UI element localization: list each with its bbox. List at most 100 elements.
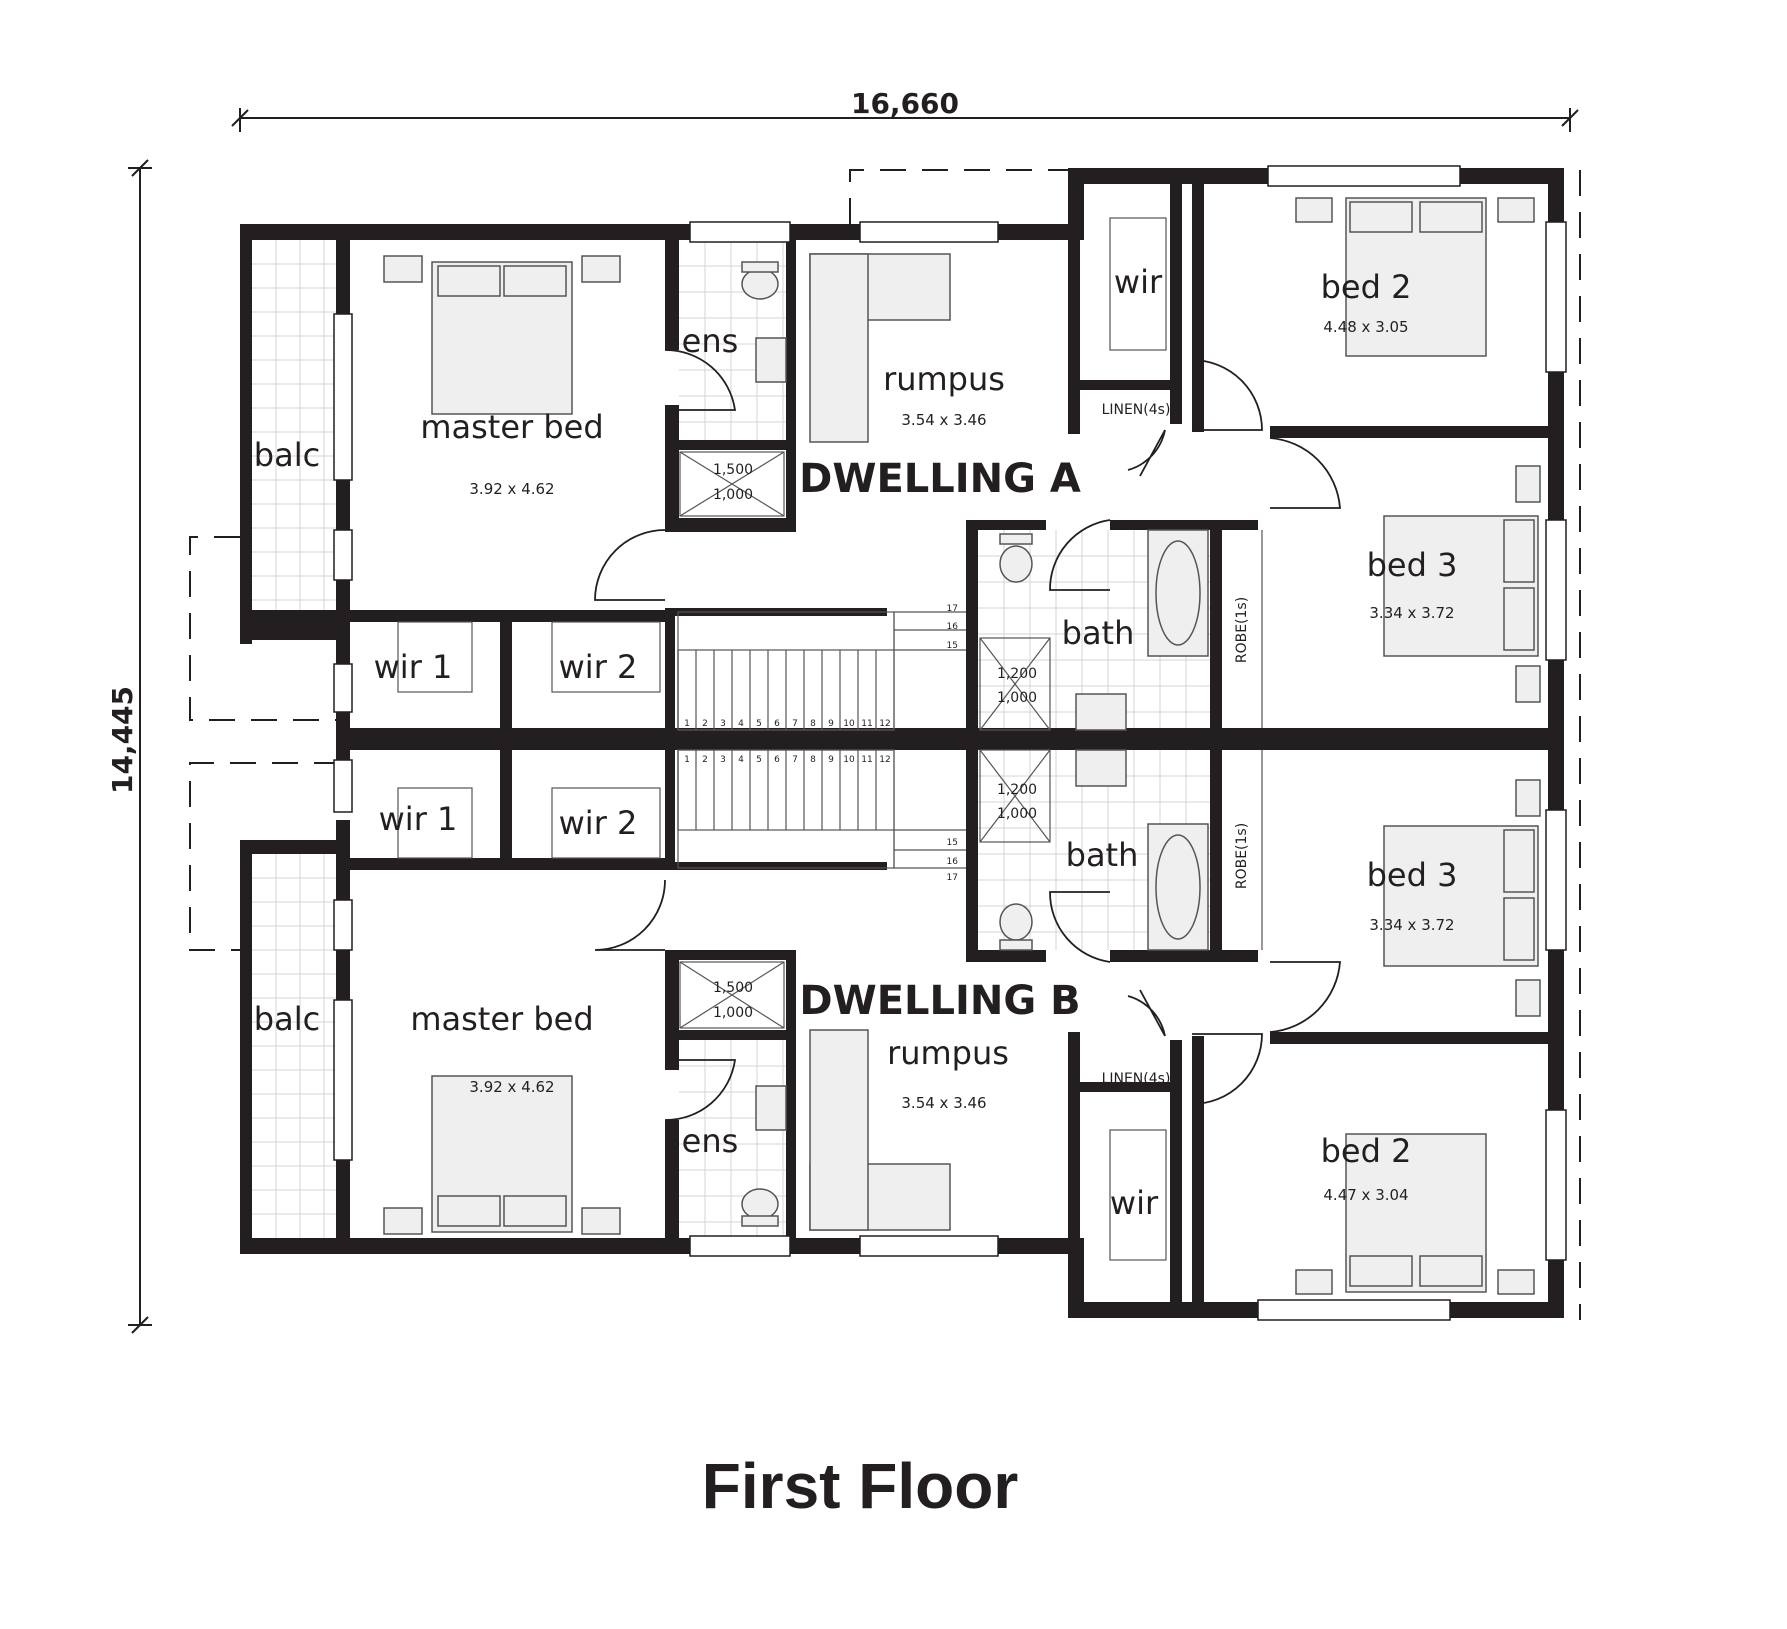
ensuite-fixtures-a xyxy=(679,261,787,517)
stair-step-9: 9 xyxy=(828,719,834,729)
stair-step-8: 8 xyxy=(810,719,816,729)
sofa-rumpus-b xyxy=(809,1029,951,1231)
step-17-b: 17 xyxy=(947,873,958,883)
bath-a-shower-d: 1,000 xyxy=(997,690,1037,706)
robe-shelves xyxy=(397,217,1263,1261)
bath-fixtures-a xyxy=(979,529,1209,731)
ens-a-shower-w: 1,500 xyxy=(713,462,753,478)
bed-3-a xyxy=(1383,465,1541,703)
bed-3-b xyxy=(1383,779,1541,1017)
bed3-b-size: 3.34 x 3.72 xyxy=(1369,916,1454,934)
windows xyxy=(333,165,1567,1321)
dwelling-b-label: DWELLING B xyxy=(799,978,1080,1024)
rumpus-b-name: rumpus xyxy=(887,1034,1009,1072)
overall-depth-label: 14,445 xyxy=(106,686,139,794)
bed3-a-size: 3.34 x 3.72 xyxy=(1369,604,1454,622)
overall-depth-dimension: 14,445 xyxy=(106,159,152,1334)
stair-step-11: 11 xyxy=(861,719,872,729)
stair-winder-steps-upper: 17 16 15 xyxy=(947,604,959,651)
bed-master-a xyxy=(383,255,621,415)
stair-step-2: 2 xyxy=(702,755,708,765)
stair-step-8: 8 xyxy=(810,755,816,765)
bed3-a-name: bed 3 xyxy=(1367,546,1458,584)
bath-a-shower-w: 1,200 xyxy=(997,666,1037,682)
stair-step-6: 6 xyxy=(774,755,780,765)
wir-b-name: wir xyxy=(1110,1184,1159,1222)
stair-step-7: 7 xyxy=(792,719,798,729)
linen-a-name: LINEN(4s) xyxy=(1102,402,1171,418)
bed-2-a xyxy=(1295,197,1535,357)
ens-b-shower-w: 1,500 xyxy=(713,980,753,996)
wir2-b-name: wir 2 xyxy=(559,804,638,842)
bath-b-shower-w: 1,200 xyxy=(997,782,1037,798)
master-bed-a-size: 3.92 x 4.62 xyxy=(469,480,554,498)
bath-b-name: bath xyxy=(1066,836,1139,874)
stair-step-3: 3 xyxy=(720,755,726,765)
stair-step-5: 5 xyxy=(756,755,762,765)
stair-step-2: 2 xyxy=(702,719,708,729)
ensuite-fixtures-b xyxy=(679,961,787,1227)
step-17-a: 17 xyxy=(947,604,958,614)
bath-a-name: bath xyxy=(1062,614,1135,652)
stair-step-4: 4 xyxy=(738,755,744,765)
wir1-a-name: wir 1 xyxy=(374,648,453,686)
ground-floor-outline xyxy=(189,169,1581,1320)
step-16-b: 16 xyxy=(947,857,959,867)
step-16-a: 16 xyxy=(947,622,959,632)
dwelling-a-label: DWELLING A xyxy=(799,456,1081,502)
rumpus-b-size: 3.54 x 3.46 xyxy=(901,1094,986,1112)
robe-b-name: ROBE(1s) xyxy=(1234,823,1250,889)
step-15-a: 15 xyxy=(947,641,958,651)
ens-b-name: ens xyxy=(682,1122,739,1160)
stair-step-12: 12 xyxy=(879,755,890,765)
stair-winder-steps-lower: 15 16 17 xyxy=(947,838,959,883)
master-bed-b-name: master bed xyxy=(410,1000,593,1038)
master-bed-b-size: 3.92 x 4.62 xyxy=(469,1078,554,1096)
walls xyxy=(240,168,1564,1318)
stair-step-12: 12 xyxy=(879,719,890,729)
bed-2-b xyxy=(1295,1133,1535,1295)
dwelling-a: DWELLING A master bed 3.92 x 4.62 balc e… xyxy=(254,263,1458,706)
stair-step-1: 1 xyxy=(684,755,690,765)
bed2-a-size: 4.48 x 3.05 xyxy=(1323,318,1408,336)
ens-a-shower-d: 1,000 xyxy=(713,487,753,503)
bed2-b-name: bed 2 xyxy=(1321,1132,1412,1170)
stair-step-10: 10 xyxy=(843,719,855,729)
doors xyxy=(594,349,1341,1121)
stair-step-10: 10 xyxy=(843,755,855,765)
stair-step-9: 9 xyxy=(828,755,834,765)
step-15-b: 15 xyxy=(947,838,958,848)
bed2-a-name: bed 2 xyxy=(1321,268,1412,306)
stair-step-1: 1 xyxy=(684,719,690,729)
ens-b-shower-d: 1,000 xyxy=(713,1005,753,1021)
bed3-b-name: bed 3 xyxy=(1367,856,1458,894)
balc-b-name: balc xyxy=(254,1000,320,1038)
overall-width-label: 16,660 xyxy=(851,87,959,120)
overall-width-dimension: 16,660 xyxy=(231,87,1579,132)
linen-b-name: LINEN(4s) xyxy=(1102,1071,1171,1087)
stair-step-7: 7 xyxy=(792,755,798,765)
sofa-rumpus-a xyxy=(809,253,951,443)
stair-step-4: 4 xyxy=(738,719,744,729)
rumpus-a-size: 3.54 x 3.46 xyxy=(901,411,986,429)
bed2-b-size: 4.47 x 3.04 xyxy=(1323,1186,1408,1204)
dwelling-b: DWELLING B master bed 3.92 x 4.62 balc e… xyxy=(254,782,1458,1222)
bath-b-shower-d: 1,000 xyxy=(997,806,1037,822)
wir-a-name: wir xyxy=(1114,263,1163,301)
stair-step-3: 3 xyxy=(720,719,726,729)
ens-a-name: ens xyxy=(682,322,739,360)
wir2-a-name: wir 2 xyxy=(559,648,638,686)
stair-step-11: 11 xyxy=(861,755,872,765)
robe-a-name: ROBE(1s) xyxy=(1234,597,1250,663)
rumpus-a-name: rumpus xyxy=(883,360,1005,398)
floor-title: First Floor xyxy=(702,1450,1018,1522)
stair-step-5: 5 xyxy=(756,719,762,729)
master-bed-a-name: master bed xyxy=(420,408,603,446)
bed-master-b xyxy=(383,1075,621,1235)
balc-a-name: balc xyxy=(254,436,320,474)
stair-step-6: 6 xyxy=(774,719,780,729)
wir1-b-name: wir 1 xyxy=(379,800,458,838)
